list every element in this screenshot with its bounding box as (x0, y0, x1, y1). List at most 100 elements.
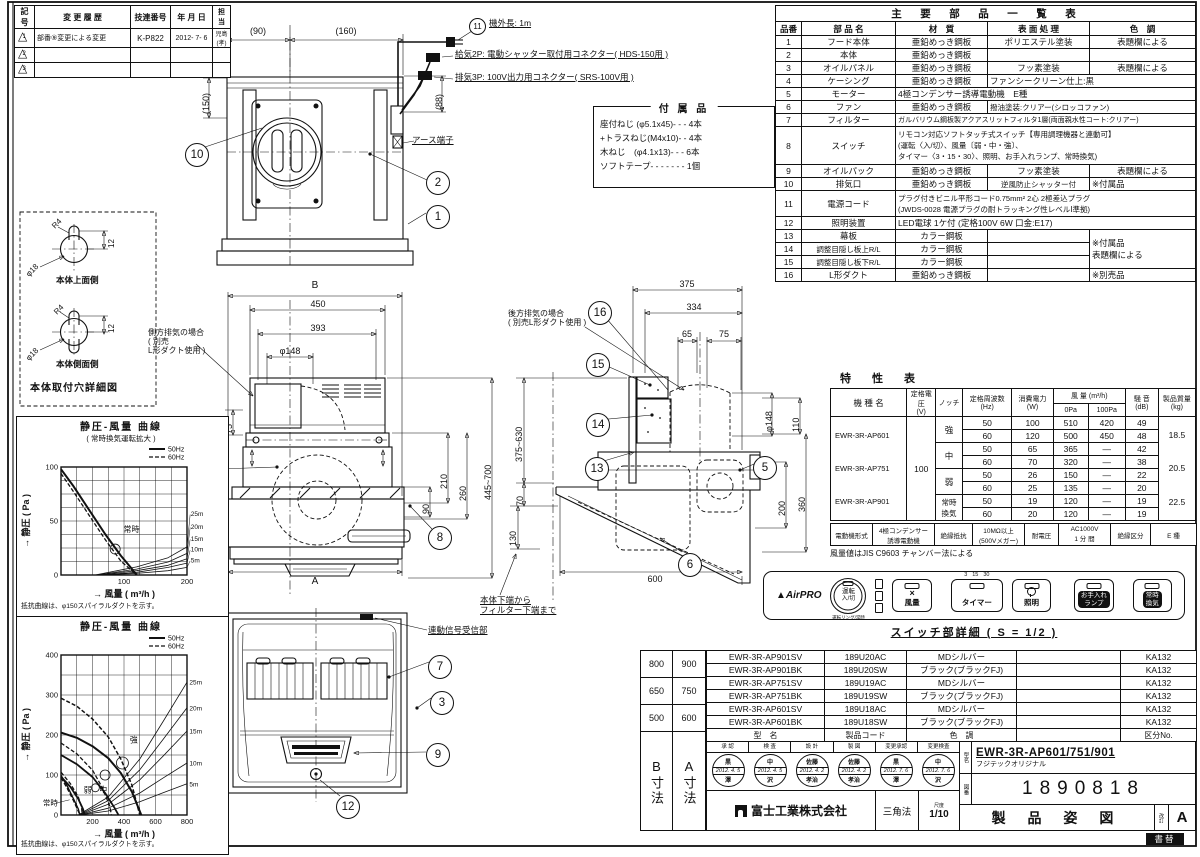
revision-desc (34, 47, 131, 63)
scale-cell: 尺度 1/10 (919, 791, 959, 830)
spec-model-name: EWR-3R-AP601 (835, 430, 890, 440)
button-led-icon (904, 583, 920, 589)
chart-annotation-label: 中 (99, 785, 107, 795)
outer-length-note: 機外長: 1m (489, 18, 532, 28)
led-icon (875, 602, 884, 613)
chart-leader-line (186, 560, 191, 568)
timer-label: タイマー (961, 598, 992, 607)
callout-14: 14 (586, 413, 610, 437)
callout-6: 6 (678, 553, 702, 577)
dim-B: B (311, 280, 319, 291)
chart-x-tick-label: 800 (181, 817, 194, 826)
revision-mark-icon: △1 (14, 28, 35, 48)
chart-y-tick-label: 0 (54, 571, 58, 580)
chart-y-tick-label: 100 (45, 463, 58, 472)
revision-header-desc: 変 更 履 歴 (34, 5, 131, 29)
chart-series-duct-10m (98, 562, 188, 576)
stamp-header: 設 計 (791, 742, 834, 752)
chart-annotation-label: 5m (189, 781, 198, 788)
dim-334: 334 (686, 302, 702, 312)
chart-title: 静圧-風量 曲線 (80, 620, 162, 633)
chart-series-常時-60Hz (60, 473, 138, 576)
callout-8: 8 (428, 526, 452, 550)
accessory-item: +トラスねじ(M4x10)- - 4本 (600, 133, 703, 144)
a-dim-value: 900 (673, 651, 705, 678)
dim-75-side: 75 (718, 329, 730, 339)
dim-375-630: 375~630 (514, 426, 524, 462)
hole-top-face-label: 本体上面側 (56, 275, 99, 285)
parts-header: 部 品 名 (801, 21, 896, 36)
chart-leader-line (186, 550, 191, 564)
dim-450: 450 (310, 299, 326, 309)
spec-notch: 強 (935, 416, 963, 443)
spec-h-volt: 定格電圧 (V) (906, 388, 937, 417)
revision-person: 児島(孝) (212, 28, 231, 48)
revision-header-no: 技連番号 (130, 5, 171, 29)
dim-210: 210 (439, 473, 449, 489)
chart-series-duct-20m (78, 707, 188, 816)
spec-mass: 20.5 (1168, 463, 1186, 474)
exhaust-connector-note: 排気3P: 100V出力用コネクター( SRS-100V用 ) (455, 72, 634, 82)
power-led-icon (842, 581, 854, 586)
stamp-header: 検 査 (749, 742, 792, 752)
spec-notch: 中 (935, 442, 963, 469)
callout-2: 2 (426, 171, 450, 195)
dim-130: 130 (508, 530, 518, 546)
wiring (397, 37, 463, 144)
dim-260: 260 (458, 485, 468, 501)
accessories-title: 付 属 品 (650, 100, 718, 115)
document-type: 製 品 姿 図 (960, 805, 1155, 830)
chart-annotation-label: 20m (191, 524, 204, 531)
accessory-item: ソフトテープ- - - - - - - 1個 (600, 161, 701, 172)
dim-phi148-side: φ148 (764, 411, 774, 432)
revision-no: K-P822 (130, 28, 171, 48)
dim-393: 393 (310, 323, 326, 333)
power-button: 運転 入/切 (830, 577, 867, 614)
spec-model-name: EWR-3R-AP751 (835, 463, 890, 473)
dim-90-front: 90 (421, 503, 431, 514)
fan-speed-button: × 風量 (892, 579, 932, 612)
chart-series-duct-25m (78, 681, 188, 816)
spec-block: 特 性 表 機 種 名 定格電圧 (V) ノッチ 定格周波数 (Hz) 消費電力… (829, 370, 1197, 559)
fan-speed-leds (875, 578, 884, 613)
dim-200: 200 (777, 500, 787, 516)
revision-desc (34, 62, 131, 78)
chart-series-常時-60Hz (60, 777, 81, 816)
chart-legend-label: 60Hz (168, 644, 185, 651)
chart-leader-line (186, 514, 191, 547)
chart-leader-line (186, 527, 191, 554)
callout-11: 11 (469, 18, 486, 35)
spec-h-power: 消費電力 (W) (1011, 388, 1054, 417)
chart-x-tick-label: 100 (118, 577, 131, 586)
chart-legend-label: 60Hz (168, 455, 185, 462)
earth-terminal-note: アース端子 (412, 135, 454, 145)
stamp-header: 製 図 (834, 742, 876, 752)
chart-annotation-label: 常時 (124, 525, 140, 534)
dimension-lines (203, 34, 806, 585)
revision-no (130, 62, 171, 78)
dim-phi148-front: φ148 (279, 346, 301, 356)
callout-5: 5 (753, 456, 777, 480)
parts-table: 主 要 部 品 一 覧 表 品番 部 品 名 材 質 表 面 処 理 色 調 1… (774, 5, 1197, 282)
fujioh-logo-icon (734, 804, 747, 817)
chart-x-tick-label: 600 (149, 817, 162, 826)
model-name-label: 型名 (962, 752, 969, 763)
front-view (195, 300, 411, 595)
chart-series-強-60Hz (60, 697, 141, 816)
hole-12-side: 12 (107, 324, 116, 333)
dim-360: 360 (797, 496, 807, 512)
chart-annotation-label: 常時 (43, 799, 58, 808)
chart-x-tick-label: 200 (86, 817, 99, 826)
b-dim-value: 500 (641, 705, 672, 732)
filter-bottom-note: 本体下端から フィルター下端まで (480, 595, 557, 615)
side-exhaust-note: 側方排気の場合 ( 別売 L形ダクト使用 ) (148, 328, 206, 356)
company-name: 富士工業株式会社 (707, 791, 876, 830)
callout-9: 9 (426, 743, 450, 767)
